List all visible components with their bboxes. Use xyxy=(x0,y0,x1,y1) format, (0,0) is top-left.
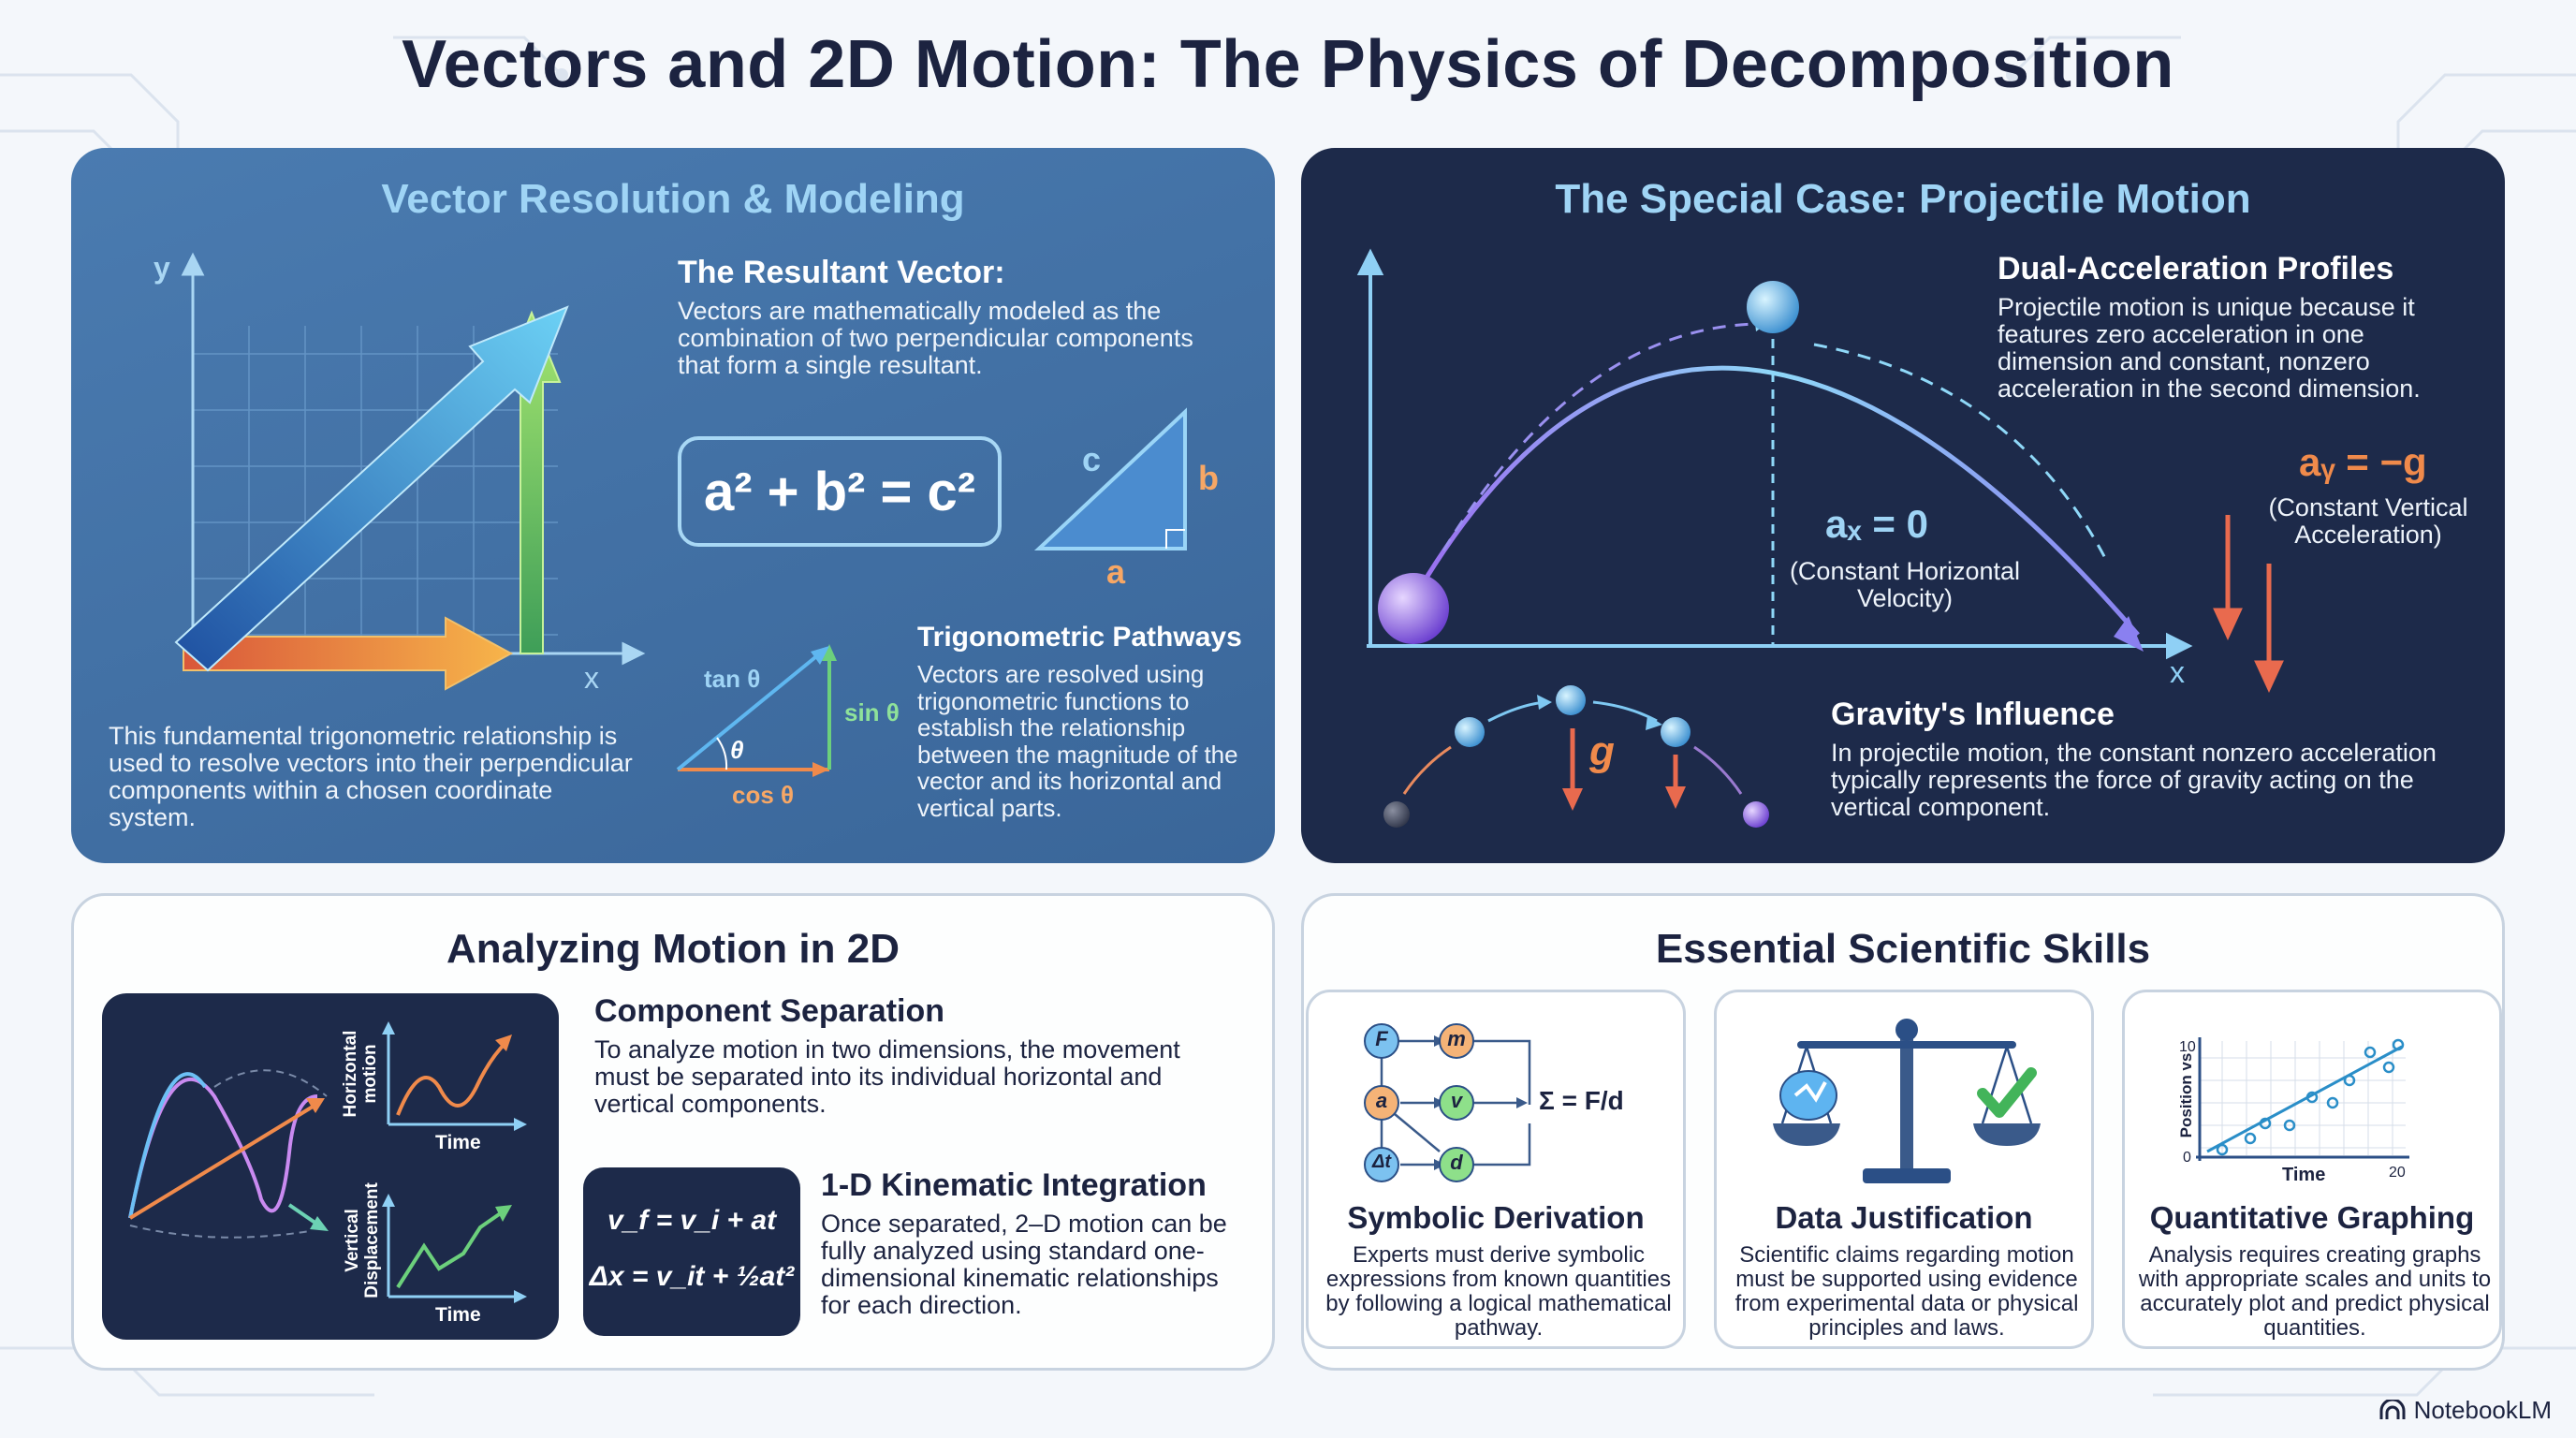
projectile-axes xyxy=(1356,248,2193,660)
trig-heading: Trigonometric Pathways xyxy=(917,622,1242,653)
data-justification-heading: Data Justification xyxy=(1775,1200,2033,1235)
trajectory-path xyxy=(1411,365,2140,637)
node-a: a xyxy=(1375,1089,1388,1112)
apex-ball xyxy=(1747,281,1799,333)
motion-decomposition-graphs xyxy=(128,1021,527,1303)
x-axis-label: x xyxy=(584,661,599,695)
kinematic-equations-box: v_f = v_i + at Δx = v_it + ½at² xyxy=(583,1167,800,1336)
projectile-x-axis-label: x xyxy=(2170,655,2185,689)
vector-panel-title: Vector Resolution & Modeling xyxy=(381,176,965,222)
quantitative-graphing-heading: Quantitative Graphing xyxy=(2149,1200,2475,1235)
vector-diagram xyxy=(174,252,1187,777)
main-title: Vectors and 2D Motion: The Physics of De… xyxy=(402,27,2174,102)
scatter-plot-icon xyxy=(2196,1037,2409,1161)
tan-label: tan θ xyxy=(704,665,761,693)
symbolic-derivation-heading: Symbolic Derivation xyxy=(1347,1200,1645,1235)
component-separation-text: To analyze motion in two dimensions, the… xyxy=(594,1035,1180,1118)
sin-label: sin θ xyxy=(844,698,900,726)
side-a-label: a xyxy=(1106,552,1126,591)
skills-panel-title: Essential Scientific Skills xyxy=(1655,926,2151,972)
projectile-panel-title: The Special Case: Projectile Motion xyxy=(1555,176,2251,222)
notebooklm-brand: NotebookLM xyxy=(2378,1396,2552,1425)
y-axis-label: y xyxy=(154,251,170,285)
motion-panel-title: Analyzing Motion in 2D xyxy=(446,926,900,972)
launch-ball xyxy=(1378,573,1449,644)
gravity-mini-diagram xyxy=(1383,685,1769,828)
graph-x-label: Time xyxy=(2282,1165,2326,1185)
kinematic-equation-velocity: v_f = v_i + at xyxy=(607,1205,777,1236)
theta-label: θ xyxy=(730,736,744,764)
derivation-result: Σ = F/d xyxy=(1539,1086,1624,1115)
vector-resolution-panel: Vector Resolution & Modeling xyxy=(71,148,1275,863)
time-label-top: Time xyxy=(435,1132,481,1153)
derivation-flow-diagram xyxy=(1364,1023,1531,1182)
node-v: v xyxy=(1450,1089,1463,1112)
vertical-displacement-label: Vertical Displacement xyxy=(343,1182,382,1299)
ay-equation: aᵧ = −g xyxy=(2299,440,2427,484)
notebooklm-logo-icon xyxy=(2379,1399,2406,1419)
component-separation-heading: Component Separation xyxy=(594,993,945,1029)
resultant-heading: The Resultant Vector: xyxy=(678,255,1005,290)
kinematic-integration-heading: 1-D Kinematic Integration xyxy=(821,1167,1207,1203)
quantitative-graphing-text: Analysis requires creating graphs with a… xyxy=(2138,1242,2492,1341)
horizontal-component-arrow xyxy=(183,616,514,691)
dual-acceleration-text: Projectile motion is unique because it f… xyxy=(1998,293,2421,403)
symbolic-derivation-text: Experts must derive symbolic expressions… xyxy=(1325,1242,1672,1341)
brand-name: NotebookLM xyxy=(2413,1396,2552,1424)
graph-y-label: Position vs xyxy=(2177,1052,2195,1138)
kinematic-integration-text: Once separated, 2–D motion can be fully … xyxy=(821,1210,1227,1319)
data-justification-text: Scientific claims regarding motion must … xyxy=(1734,1242,2079,1341)
motion-decomposition-card: Horizontal motion Vertical Displacement … xyxy=(102,993,559,1340)
data-justification-card: Data Justification Scientific claims reg… xyxy=(1714,990,2094,1349)
horizontal-motion-label: Horizontal motion xyxy=(341,1030,380,1118)
pythagorean-equation: a² + b² = c² xyxy=(678,436,1002,547)
hypotenuse-label: c xyxy=(1082,440,1102,478)
cos-label: cos θ xyxy=(732,781,795,809)
gravity-text: In projectile motion, the constant nonze… xyxy=(1831,739,2437,821)
graph-origin-tick: 0 xyxy=(2183,1150,2191,1166)
graph-y-tick: 10 xyxy=(2179,1039,2196,1055)
quantitative-graphing-card: Position vs 10 0 20 Time Quantitative Gr… xyxy=(2122,990,2502,1349)
trig-text: Vectors are resolved using trigonometric… xyxy=(917,660,1238,822)
time-label-bottom: Time xyxy=(435,1304,481,1326)
balance-scale-icon xyxy=(1773,1019,2041,1183)
resultant-text: Vectors are mathematically modeled as th… xyxy=(678,297,1193,379)
node-delta-t: Δt xyxy=(1371,1152,1392,1172)
dual-acceleration-heading: Dual-Acceleration Profiles xyxy=(1998,251,2394,286)
vertical-acceleration-arrows xyxy=(2213,515,2284,693)
gravity-g-label: g xyxy=(1589,728,1615,774)
node-f: F xyxy=(1375,1027,1388,1050)
trig-triangle xyxy=(676,644,837,777)
ay-caption: (Constant Vertical Acceleration) xyxy=(2268,493,2468,549)
ax-equation: aₓ = 0 xyxy=(1825,502,1928,546)
graph-x-tick: 20 xyxy=(2389,1165,2406,1181)
node-d: d xyxy=(1450,1151,1463,1174)
projectile-diagram xyxy=(1356,248,2284,828)
resultant-vector-arrow xyxy=(174,305,569,672)
gravity-heading: Gravity's Influence xyxy=(1831,697,2115,732)
projectile-motion-panel: The Special Case: Projectile Motion xyxy=(1301,148,2505,863)
side-b-label: b xyxy=(1198,459,1219,497)
kinematic-equation-displacement: Δx = v_it + ½at² xyxy=(589,1261,795,1292)
right-triangle xyxy=(1033,407,1187,550)
vector-footer-text: This fundamental trigonometric relations… xyxy=(109,722,633,831)
analyzing-motion-panel: Analyzing Motion in 2D Horizontal motion… xyxy=(71,893,1275,1371)
symbolic-derivation-card: F m a v Δt d Σ = F/d Symbolic Derivation… xyxy=(1306,990,1686,1349)
scientific-skills-panel: Essential Scientific Skills F m xyxy=(1301,893,2505,1371)
ax-caption: (Constant Horizontal Velocity) xyxy=(1789,557,2021,612)
node-m: m xyxy=(1447,1027,1466,1050)
